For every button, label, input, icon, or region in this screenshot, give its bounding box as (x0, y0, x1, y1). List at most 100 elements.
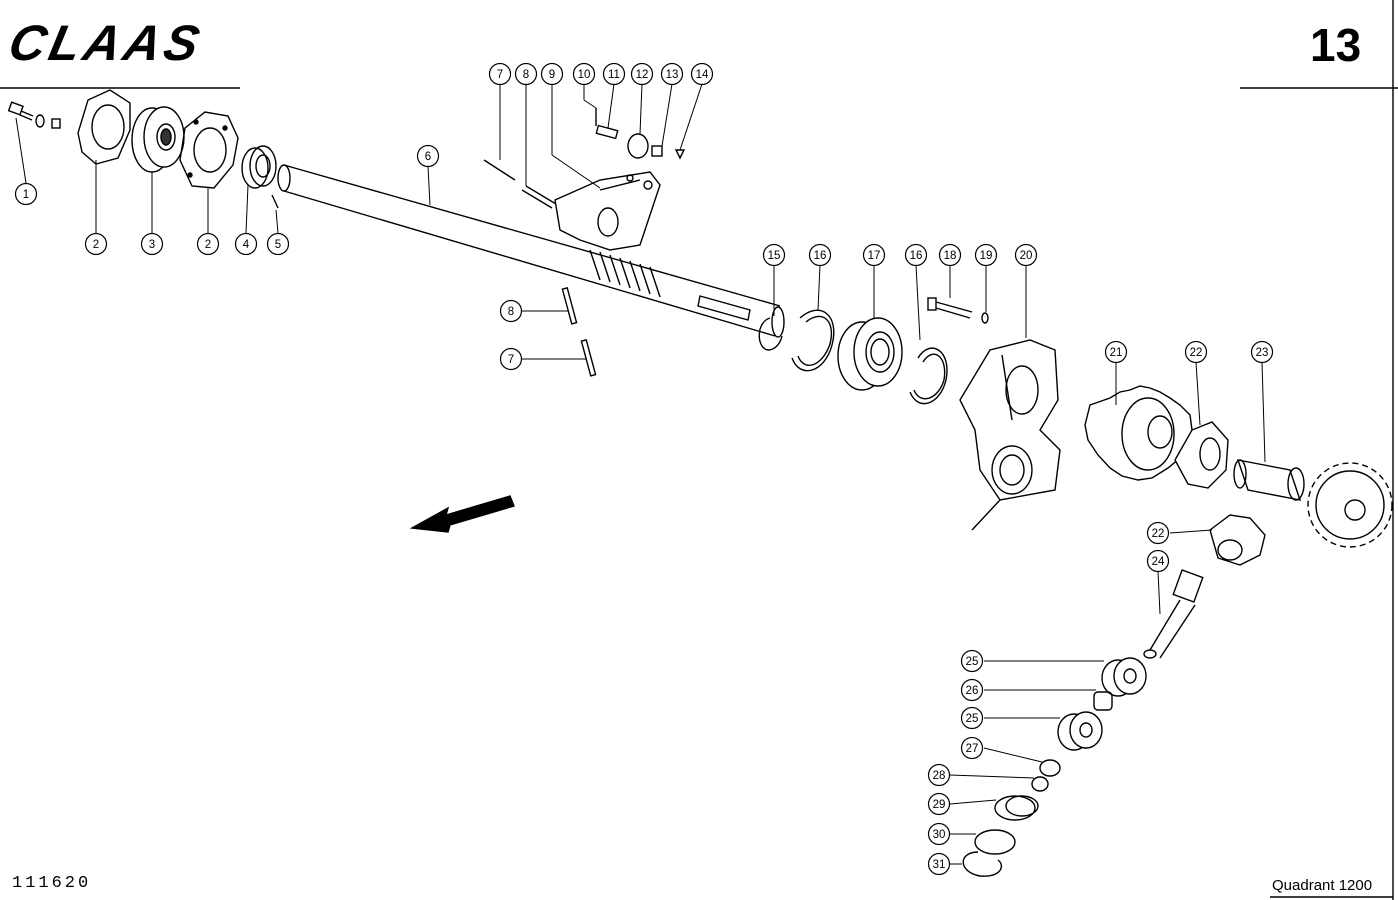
callout-label: 31 (933, 859, 946, 871)
callout-circle (690, 62, 714, 86)
part-pins-7-8-upper (483, 159, 557, 209)
callout-1: 1 (14, 182, 38, 206)
part-ring-28 (1031, 776, 1049, 792)
callout-17: 17 (862, 243, 886, 267)
callout-circle (927, 852, 951, 876)
callout-label: 17 (868, 250, 881, 262)
callout-label: 25 (966, 713, 979, 725)
callout-2: 2 (84, 232, 108, 256)
callout-label: 13 (666, 69, 679, 81)
callout-circle (540, 62, 564, 86)
callout-30: 30 (927, 822, 951, 846)
model-name: Quadrant 1200 (1272, 877, 1373, 894)
callout-circle (499, 299, 523, 323)
callout-circle (1146, 521, 1170, 545)
callout-label: 2 (205, 239, 211, 251)
callout-25: 25 (960, 706, 984, 730)
callout-20: 20 (1014, 243, 1038, 267)
callout-27: 27 (960, 736, 984, 760)
part-spacer-26 (1093, 691, 1113, 711)
part-gear-21 (1084, 385, 1193, 481)
callout-label: 19 (980, 250, 993, 262)
callout-9: 9 (540, 62, 564, 86)
callout-circle (14, 182, 38, 206)
callout-19: 19 (974, 243, 998, 267)
callout-11: 11 (602, 62, 626, 86)
part-ring-16b (909, 347, 948, 405)
callout-circle (927, 763, 951, 787)
callout-23: 23 (1250, 340, 1274, 364)
page-number: 13 (1310, 19, 1362, 71)
part-flange-2a (77, 89, 131, 165)
part-ring-16a (791, 309, 835, 372)
callout-circle (514, 62, 538, 86)
part-pins-7-8-lower (561, 286, 597, 377)
callout-label: 5 (275, 239, 281, 251)
callout-12: 12 (630, 62, 654, 86)
callout-circle (960, 706, 984, 730)
callout-label: 12 (636, 69, 649, 81)
part-housing-20 (959, 339, 1061, 531)
part-bevel-gear-22a (1174, 421, 1229, 489)
callout-circle (602, 62, 626, 86)
callout-label: 2 (93, 239, 99, 251)
part-ring-29 (994, 795, 1039, 821)
callout-circle (234, 232, 258, 256)
callout-circle (416, 144, 440, 168)
part-seal-4 (241, 145, 277, 189)
callout-5: 5 (266, 232, 290, 256)
callout-15: 15 (762, 243, 786, 267)
callout-label: 21 (1110, 347, 1123, 359)
callout-7: 7 (499, 347, 523, 371)
part-bearing-3 (131, 106, 185, 173)
callout-14: 14 (690, 62, 714, 86)
callout-circle (1014, 243, 1038, 267)
part-ring-27 (1039, 759, 1061, 777)
callout-circle (927, 822, 951, 846)
callout-label: 23 (1256, 347, 1269, 359)
callout-label: 7 (508, 354, 514, 366)
part-bracket-9 (554, 171, 661, 251)
callout-label: 15 (768, 250, 781, 262)
callout-22: 22 (1184, 340, 1208, 364)
callout-label: 4 (243, 239, 250, 251)
callout-circle (862, 243, 886, 267)
callout-circle (196, 232, 220, 256)
callout-label: 6 (425, 151, 431, 163)
callout-circle (1184, 340, 1208, 364)
callout-2: 2 (196, 232, 220, 256)
part-bolt-1 (7, 101, 61, 129)
callout-4: 4 (234, 232, 258, 256)
part-sleeve-23 (1233, 459, 1305, 501)
callout-circle (140, 232, 164, 256)
part-shaft-6 (277, 164, 785, 338)
callout-label: 27 (966, 743, 979, 755)
callout-label: 20 (1020, 250, 1033, 262)
callout-16: 16 (904, 243, 928, 267)
part-bearing-17 (837, 317, 903, 391)
callout-circle (84, 232, 108, 256)
callout-label: 28 (933, 770, 946, 782)
part-ring-30 (974, 829, 1016, 855)
callout-7: 7 (488, 62, 512, 86)
part-circlip-15 (758, 317, 783, 351)
callout-circle (1104, 340, 1128, 364)
callout-24: 24 (1146, 549, 1170, 573)
part-bearing-25a (1101, 657, 1147, 697)
callout-circle (572, 62, 596, 86)
part-flange-2b (179, 111, 239, 189)
callout-circle (960, 649, 984, 673)
callout-circle (266, 232, 290, 256)
leader-lines (15, 83, 1266, 865)
callout-8: 8 (514, 62, 538, 86)
callout-circle (1146, 549, 1170, 573)
callout-circle (630, 62, 654, 86)
callout-31: 31 (927, 852, 951, 876)
callout-label: 9 (549, 69, 555, 81)
callout-circle (927, 792, 951, 816)
drawing-number: 111620 (12, 874, 92, 893)
part-sprocket (1307, 462, 1393, 548)
callout-circle (974, 243, 998, 267)
